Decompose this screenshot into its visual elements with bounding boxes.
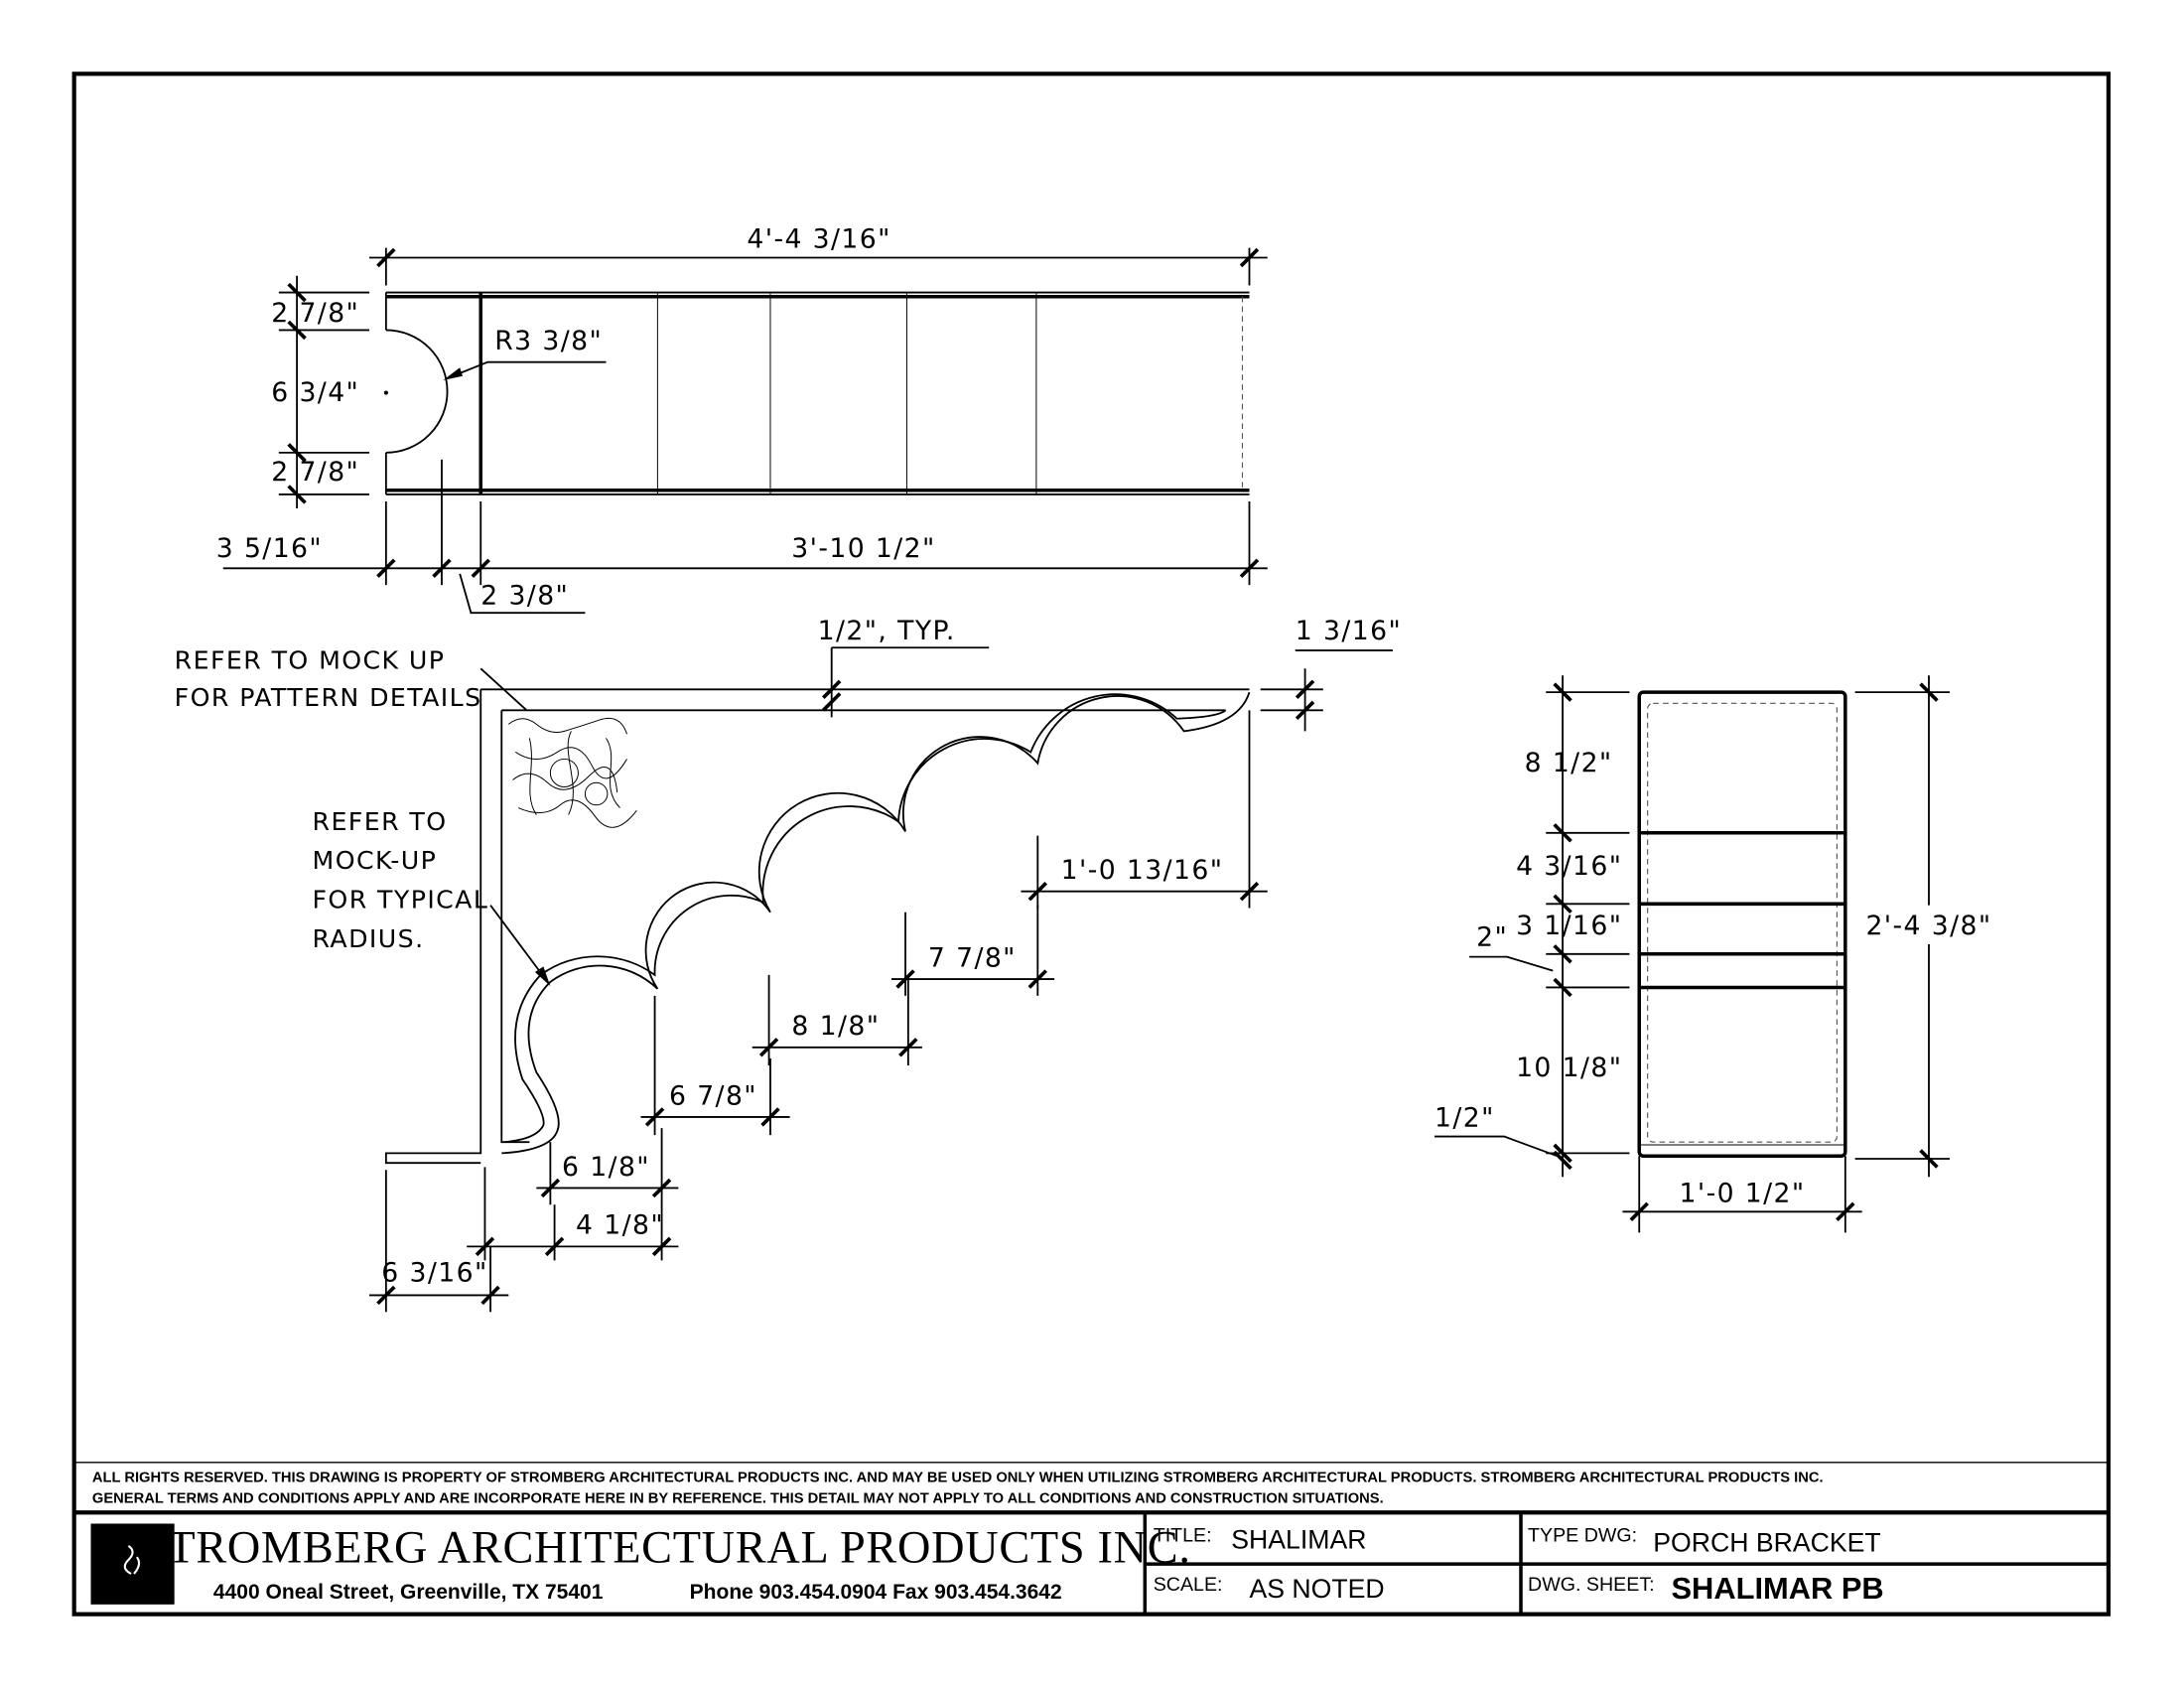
dim-left-top: 2 7/8" <box>271 298 359 329</box>
sheet-value: SHALIMAR PB <box>1671 1571 1883 1606</box>
dim-top-thickness: 1 3/16" <box>1296 616 1402 646</box>
company-logo <box>90 1523 175 1605</box>
dim-step-2: 7 7/8" <box>928 942 1017 973</box>
title-block: ALL RIGHTS RESERVED. THIS DRAWING IS PRO… <box>73 1462 2109 1615</box>
company-name: STROMBERG ARCHITECTURAL PRODUCTS INC. <box>141 1523 1191 1574</box>
dim-side-1: 8 1/2" <box>1525 748 1613 778</box>
dim-side-6: 1/2" <box>1434 1103 1495 1134</box>
dim-left-middle: 6 3/4" <box>271 377 359 408</box>
type-value: PORCH BRACKET <box>1653 1528 1880 1558</box>
dim-bottom-main: 3'-10 1/2" <box>791 533 935 564</box>
note-pattern-line1: REFER TO MOCK UP <box>175 645 446 674</box>
title-label: TITLE: <box>1154 1525 1212 1547</box>
type-label: TYPE DWG: <box>1528 1525 1637 1547</box>
sheet-border <box>71 71 2112 1617</box>
dim-side-2: 4 3/16" <box>1516 851 1622 882</box>
disclaimer-line2: GENERAL TERMS AND CONDITIONS APPLY AND A… <box>92 1490 1384 1506</box>
dim-step-6: 4 1/8" <box>576 1210 664 1241</box>
scale-value: AS NOTED <box>1249 1574 1384 1604</box>
dim-overall-length: 4'-4 3/16" <box>747 224 890 255</box>
note-pattern-line2: FOR PATTERN DETAILS <box>175 683 482 712</box>
dim-typ-thickness: 1/2", TYP. <box>818 616 956 646</box>
dim-bottom-left: 3 5/16" <box>216 533 323 564</box>
scale-label: SCALE: <box>1154 1574 1223 1596</box>
note-radius-line2: MOCK-UP <box>313 846 438 875</box>
dim-step-7: 6 3/16" <box>381 1257 487 1288</box>
dim-side-width: 1'-0 1/2" <box>1680 1178 1806 1208</box>
note-radius-line1: REFER TO <box>313 807 448 836</box>
note-radius-line4: RADIUS. <box>313 924 425 953</box>
note-radius-line3: FOR TYPICAL <box>313 886 489 914</box>
dim-side-overall-height: 2'-4 3/8" <box>1865 911 1991 941</box>
pattern-detail <box>507 717 637 828</box>
dim-side-3: 3 1/16" <box>1516 911 1622 941</box>
dim-side-4: 2" <box>1476 921 1508 952</box>
bracket-elevation: REFER TO MOCK UP FOR PATTERN DETAILS REF… <box>175 616 1402 1313</box>
side-view: 8 1/2" 4 3/16" 3 1/16" 2" 10 1/8" 1/2" 2… <box>1434 675 2006 1233</box>
dim-bottom-small: 2 3/8" <box>480 581 569 612</box>
dim-side-5: 10 1/8" <box>1516 1053 1622 1083</box>
disclaimer-line1: ALL RIGHTS RESERVED. THIS DRAWING IS PRO… <box>92 1470 1824 1485</box>
dim-step-4: 6 7/8" <box>669 1080 757 1111</box>
dim-step-5: 6 1/8" <box>562 1152 650 1183</box>
dim-step-3: 8 1/8" <box>791 1011 880 1042</box>
dim-step-1: 1'-0 13/16" <box>1061 855 1224 886</box>
plan-view: 4'-4 3/16" 2 7/8" 6 3/4" 2 7/8" R3 3/8" … <box>216 224 1268 615</box>
company-address: 4400 Oneal Street, Greenville, TX 75401 <box>213 1581 604 1604</box>
dim-left-bottom: 2 7/8" <box>271 457 359 488</box>
title-value: SHALIMAR <box>1231 1525 1366 1555</box>
company-phone-fax: Phone 903.454.0904 Fax 903.454.3642 <box>690 1581 1062 1604</box>
dim-radius: R3 3/8" <box>494 326 603 356</box>
sheet-label: DWG. SHEET: <box>1528 1574 1655 1596</box>
